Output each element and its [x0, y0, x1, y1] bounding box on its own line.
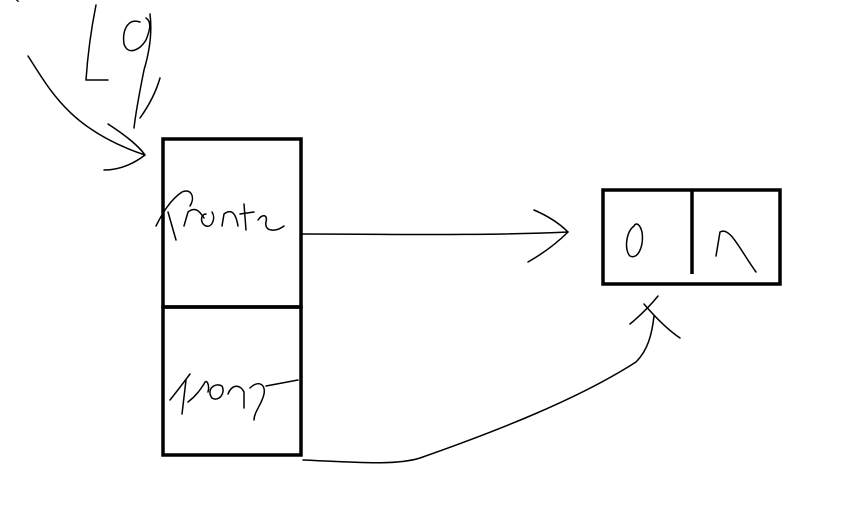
node-next-label: ∧ — [0, 0, 757, 273]
node-data-zero — [625, 223, 644, 258]
front-arrow-head — [527, 209, 569, 263]
rear-cell — [161, 305, 303, 457]
lq-arrow — [27, 55, 146, 171]
lq-letter-l — [85, 4, 109, 81]
queue-struct: front rear — [0, 0, 303, 457]
rear-arrow-shaft — [302, 315, 655, 464]
rear-scribble — [169, 373, 299, 421]
lq-pointer-label: LQ — [0, 0, 161, 129]
rear-arrow — [302, 295, 681, 464]
rear-label: rear — [0, 0, 299, 421]
svg-text:LQ: LQ — [0, 0, 22, 4]
lq-arrow-head — [103, 123, 146, 171]
front-label: front — [0, 0, 285, 241]
svg-text:∧: ∧ — [0, 0, 12, 4]
svg-text:0: 0 — [0, 0, 10, 4]
front-arrow — [302, 209, 569, 263]
svg-text:rear: rear — [0, 0, 33, 4]
front-arrow-shaft — [302, 231, 569, 236]
head-node: 0 ∧ — [0, 0, 782, 286]
lq-arrow-shaft — [27, 55, 146, 156]
svg-text:front: front — [0, 0, 38, 4]
front-scribble — [155, 190, 285, 241]
node-data-label: 0 — [0, 0, 644, 258]
front-cell — [161, 137, 303, 309]
lq-letter-q — [122, 13, 161, 129]
rear-arrow-head — [629, 295, 681, 339]
null-caret — [715, 230, 757, 273]
